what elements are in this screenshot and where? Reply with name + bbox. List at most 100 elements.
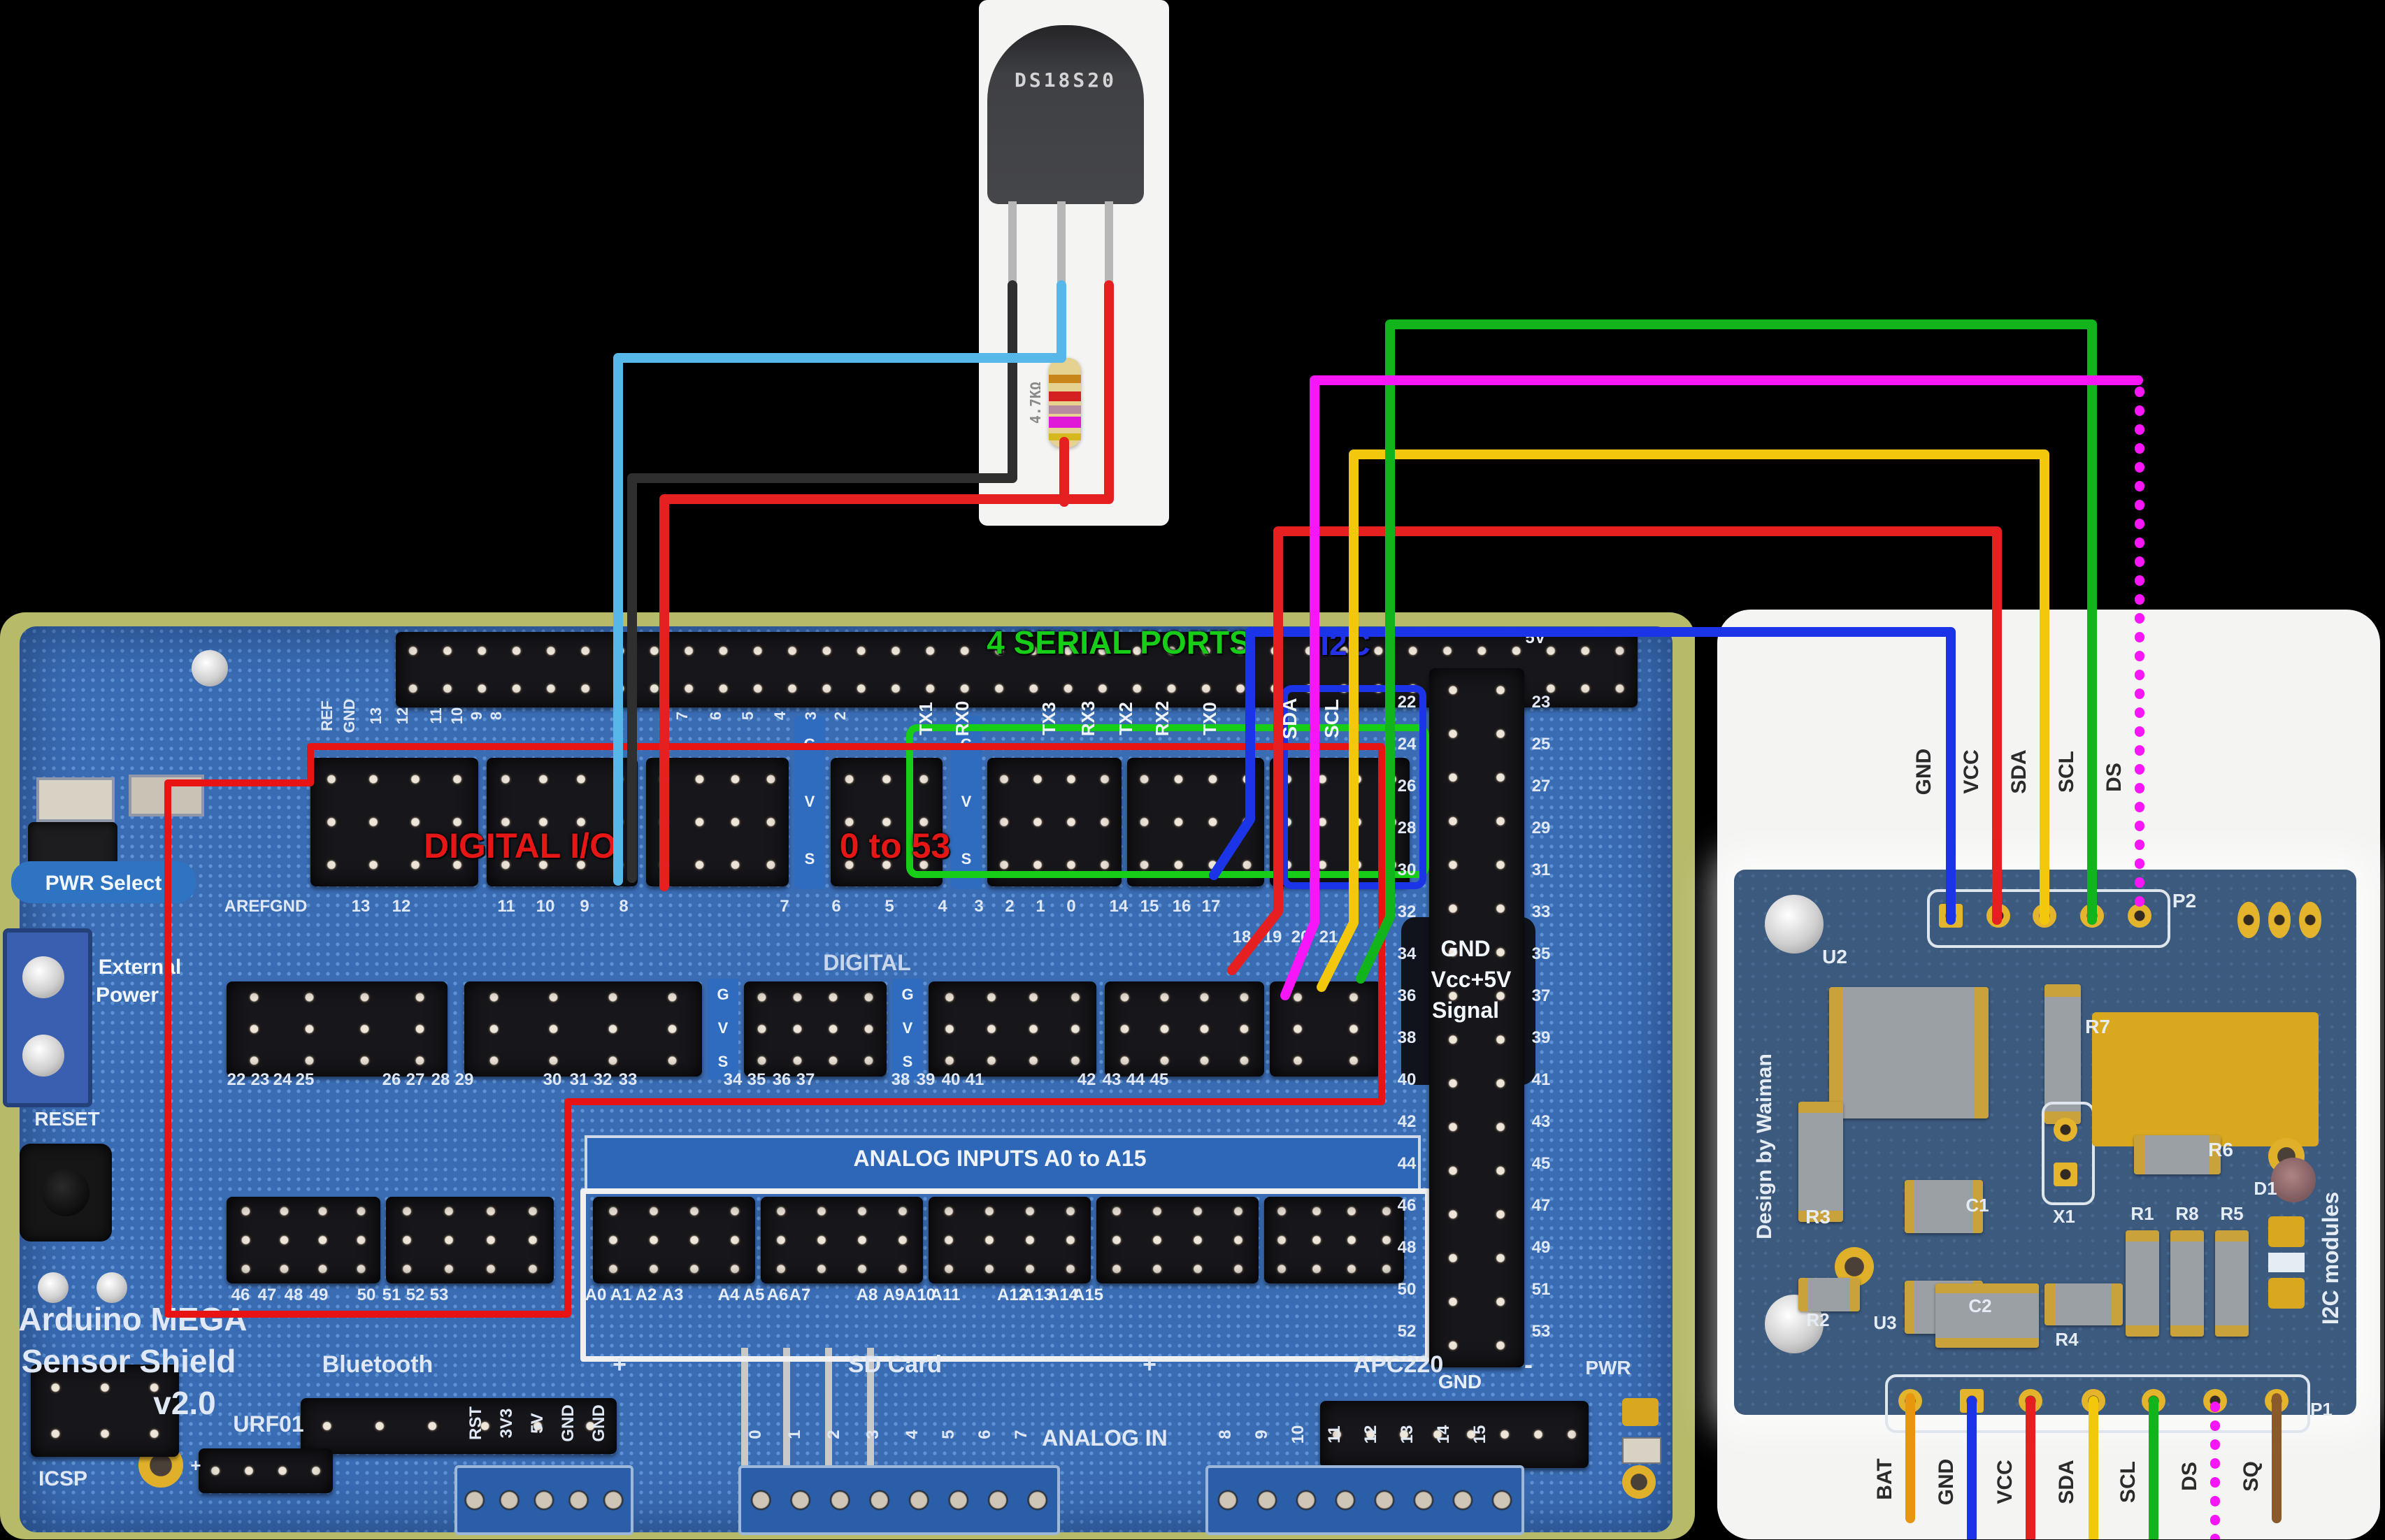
- pin-header-block[interactable]: [386, 1197, 554, 1283]
- label-35: 35: [1531, 944, 1551, 963]
- pin-header-block[interactable]: [1105, 981, 1264, 1077]
- p2-pin-ds[interactable]: [2128, 904, 2151, 928]
- label-34: 34: [1397, 944, 1417, 963]
- label-33: 33: [618, 1070, 638, 1089]
- ds18s20-body: [987, 25, 1144, 204]
- label-13: 13: [1397, 1425, 1417, 1444]
- label-8: 8: [619, 896, 629, 916]
- label-28: 28: [431, 1070, 450, 1089]
- r5-resistor: [2215, 1230, 2249, 1337]
- pin-header-block[interactable]: [31, 1365, 179, 1457]
- label-v2-0: v2.0: [153, 1385, 216, 1421]
- external-power-terminal[interactable]: [3, 928, 92, 1107]
- smd-component: [129, 775, 204, 816]
- label-power: Power: [95, 984, 159, 1007]
- p1-pin-vcc[interactable]: [2019, 1389, 2042, 1413]
- label-5: 5: [740, 711, 757, 721]
- reset-button-cap[interactable]: [42, 1169, 89, 1216]
- pin-header-block[interactable]: [1264, 1197, 1404, 1283]
- x1-pad: [2054, 1118, 2077, 1142]
- p1-pin-ds[interactable]: [2203, 1389, 2227, 1413]
- label-c1: C1: [1965, 1195, 1989, 1216]
- label-17: 17: [1201, 896, 1221, 916]
- pin-header-block[interactable]: [487, 758, 638, 886]
- pin-header-block[interactable]: [1270, 981, 1382, 1077]
- pin-header-block[interactable]: [227, 981, 447, 1077]
- label-ds: DS: [2178, 1462, 2202, 1491]
- terminal-screw: [22, 956, 64, 998]
- pin-header-block[interactable]: [744, 981, 887, 1077]
- label-15: 15: [1140, 896, 1159, 916]
- label-12: 12: [395, 707, 412, 725]
- pin-header-block[interactable]: [593, 1197, 755, 1283]
- label-49: 49: [1531, 1237, 1551, 1257]
- p1-pin-bat[interactable]: [1898, 1389, 1922, 1413]
- sd-card-pin: [783, 1348, 790, 1482]
- label-22: 22: [227, 1070, 246, 1089]
- label-i2c: I2C: [1320, 626, 1370, 662]
- label-ds: DS: [2103, 763, 2126, 792]
- pin-header-block[interactable]: [1320, 1401, 1589, 1468]
- p2-pin-scl[interactable]: [2080, 904, 2104, 928]
- label-c2: C2: [1968, 1295, 1992, 1316]
- label-36: 36: [1397, 986, 1417, 1005]
- pin-header-block[interactable]: [199, 1448, 333, 1493]
- p2-pin-gnd[interactable]: [1939, 904, 1963, 928]
- label-50: 50: [1397, 1279, 1417, 1299]
- label-38: 38: [891, 1070, 910, 1089]
- label-12: 12: [1361, 1425, 1380, 1444]
- pin-header-block[interactable]: [227, 1197, 380, 1283]
- label-4-serial-ports: 4 SERIAL PORTS: [987, 624, 1251, 661]
- c1-capacitor: [1905, 1180, 1983, 1233]
- label-i2c-modules: I2C modules: [2320, 1191, 2344, 1325]
- label-p2: P2: [2172, 889, 2197, 912]
- label-35: 35: [747, 1070, 766, 1089]
- pin-header-block[interactable]: [761, 1197, 923, 1283]
- label-gnd: GND: [1912, 748, 1936, 796]
- pin-header-block[interactable]: [464, 981, 702, 1077]
- label-5v: 5V: [527, 1413, 547, 1434]
- p1-pin-scl[interactable]: [2142, 1389, 2165, 1413]
- label-gnd: GND: [1438, 1370, 1482, 1393]
- pin-header-block[interactable]: [646, 758, 789, 886]
- resistor-band: [1049, 433, 1081, 440]
- p1-pin-sq[interactable]: [2265, 1389, 2289, 1413]
- pin-header-block[interactable]: [1096, 1197, 1259, 1283]
- p2-pin-vcc[interactable]: [1986, 904, 2010, 928]
- pin-header-block[interactable]: [310, 758, 478, 886]
- label-tx1: TX1: [915, 702, 936, 735]
- label-6: 6: [831, 896, 841, 916]
- pin-header-block[interactable]: [929, 981, 1096, 1077]
- sd-card-pin: [867, 1348, 874, 1482]
- resistor-band: [1049, 417, 1081, 428]
- p1-pin-sda[interactable]: [2082, 1389, 2105, 1413]
- label-37: 37: [796, 1070, 815, 1089]
- label-a9: A9: [882, 1285, 905, 1304]
- label-10: 10: [536, 896, 555, 916]
- u2-chip: [1829, 987, 1989, 1118]
- label-10: 10: [1288, 1425, 1308, 1444]
- label-: +: [190, 1455, 201, 1476]
- label-sda: SDA: [2007, 749, 2031, 794]
- label-33: 33: [1531, 902, 1551, 921]
- label-26: 26: [382, 1070, 401, 1089]
- label-2: 2: [833, 711, 850, 721]
- label-0: 0: [745, 1430, 765, 1439]
- pin-header-block[interactable]: [301, 1398, 617, 1454]
- label-27: 27: [406, 1070, 425, 1089]
- label-tx3: TX3: [1038, 702, 1059, 735]
- label-12: 12: [392, 896, 411, 916]
- ds18s20-leg-2: [1057, 201, 1066, 288]
- resistor-band: [1049, 405, 1081, 414]
- p1-pin-gnd[interactable]: [1960, 1389, 1984, 1413]
- label-44: 44: [1397, 1153, 1417, 1173]
- label-43: 43: [1531, 1111, 1551, 1131]
- pin-header-block[interactable]: [929, 1197, 1091, 1283]
- pwr-component: [1622, 1398, 1659, 1426]
- p2-pin-sda[interactable]: [2033, 904, 2056, 928]
- shield-hole: [96, 1272, 127, 1303]
- label-bluetooth: Bluetooth: [322, 1351, 434, 1378]
- label-29: 29: [1531, 818, 1551, 837]
- label-49: 49: [309, 1285, 329, 1304]
- solder-pad-strip: [738, 1465, 1060, 1535]
